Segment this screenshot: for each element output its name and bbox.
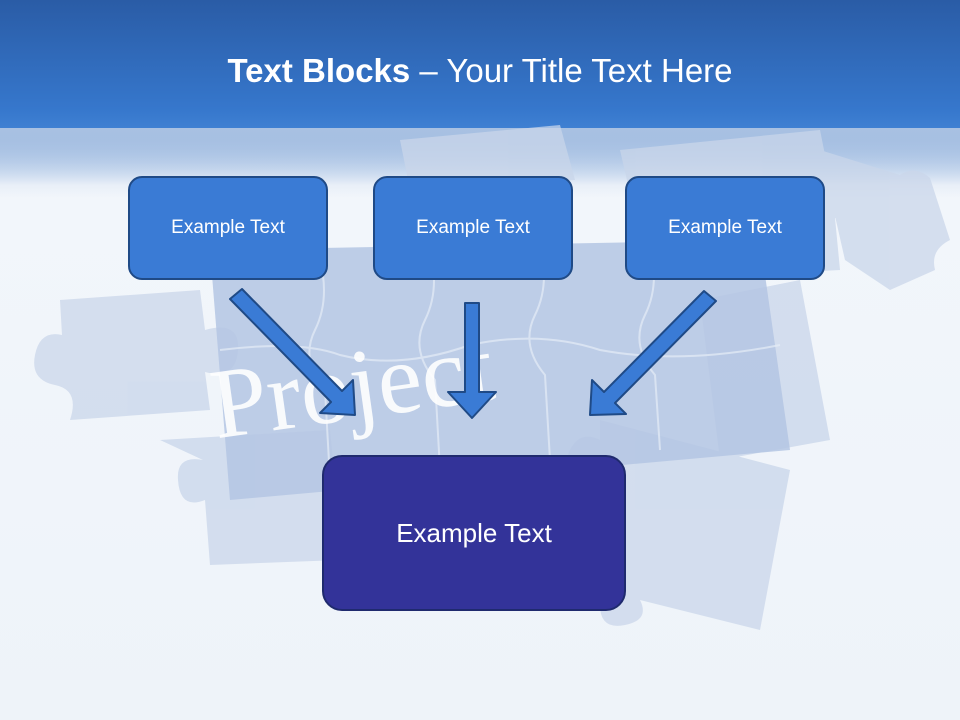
title-bold: Text Blocks: [227, 52, 411, 89]
header-bar: [0, 0, 960, 128]
text-block-1-label: Example Text: [171, 217, 285, 238]
title-separator: –: [410, 52, 447, 89]
title-rest: Your Title Text Here: [446, 52, 733, 89]
text-block-2[interactable]: Example Text: [373, 176, 573, 280]
main-text-block[interactable]: Example Text: [322, 455, 626, 611]
text-block-2-label: Example Text: [416, 217, 530, 238]
text-block-3-label: Example Text: [668, 217, 782, 238]
main-text-block-label: Example Text: [396, 517, 552, 548]
arrow-middle: [447, 302, 497, 419]
arrow-left: [229, 288, 356, 416]
text-block-1[interactable]: Example Text: [128, 176, 328, 280]
slide-title: Text Blocks – Your Title Text Here: [0, 52, 960, 90]
arrow-right: [589, 290, 717, 416]
text-block-3[interactable]: Example Text: [625, 176, 825, 280]
